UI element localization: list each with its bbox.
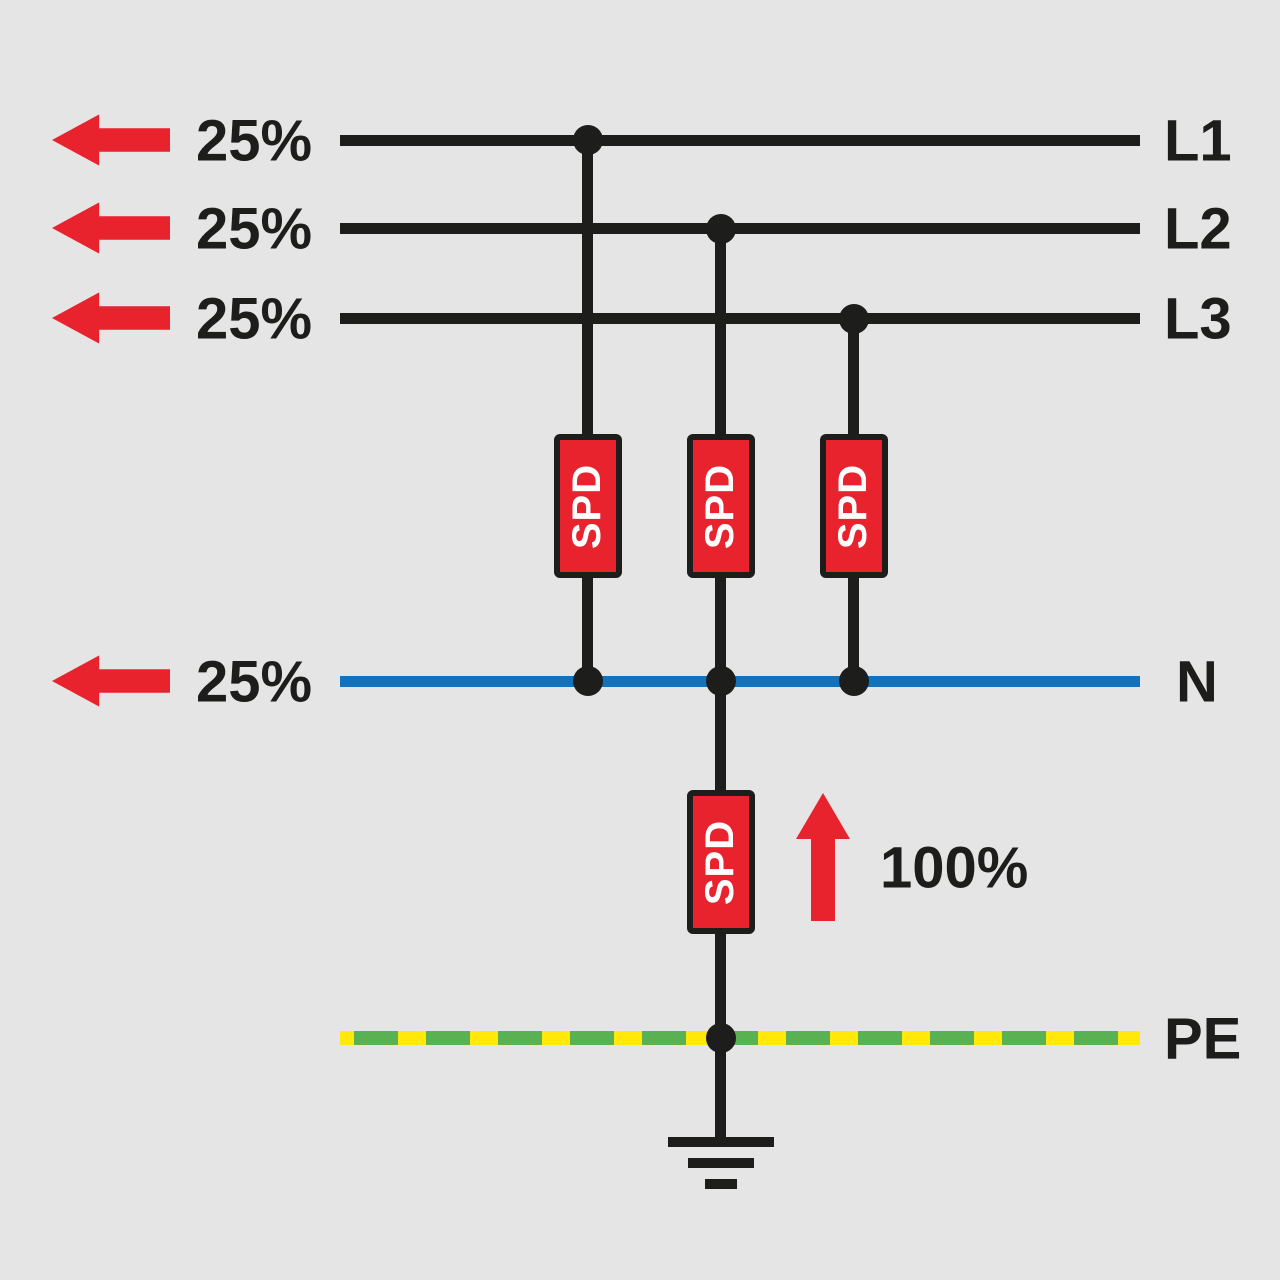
- ground-symbol-bar: [688, 1158, 754, 1168]
- conductor-line-l1: [340, 135, 1140, 146]
- conductor-label-l2: L2: [1164, 196, 1232, 262]
- conductor-label-l1: L1: [1164, 108, 1232, 174]
- ground-symbol-bar: [668, 1137, 774, 1147]
- conductor-line-neutral: [340, 676, 1140, 687]
- spd-device-n-pe: SPD: [687, 790, 755, 934]
- junction-dot: [573, 666, 603, 696]
- conductor-label-l3: L3: [1164, 286, 1232, 352]
- conductor-line-l2: [340, 223, 1140, 234]
- total-current-arrow-icon: [796, 793, 850, 921]
- junction-dot: [706, 1023, 736, 1053]
- spd-device-l1-n: SPD: [554, 434, 622, 578]
- conductor-line-pe: [340, 1031, 1140, 1045]
- spd-device-label: SPD: [565, 463, 610, 549]
- current-arrow-l1-icon: [52, 114, 170, 166]
- junction-dot: [839, 304, 869, 334]
- spd-device-label: SPD: [698, 819, 743, 905]
- junction-dot: [573, 125, 603, 155]
- conductor-label-neutral: N: [1176, 649, 1218, 715]
- junction-dot: [706, 666, 736, 696]
- current-arrow-l3-icon: [52, 292, 170, 344]
- conductor-label-pe: PE: [1164, 1006, 1242, 1072]
- spd-device-l3-n: SPD: [820, 434, 888, 578]
- spd-device-label: SPD: [698, 463, 743, 549]
- conductor-line-l3: [340, 313, 1140, 324]
- spd-device-l2-n: SPD: [687, 434, 755, 578]
- share-label-l3: 25%: [196, 286, 313, 352]
- junction-dot: [839, 666, 869, 696]
- junction-dot: [706, 214, 736, 244]
- share-label-l2: 25%: [196, 196, 313, 262]
- branch-line-l1-to-n: [582, 140, 593, 686]
- ground-symbol-bar: [705, 1179, 737, 1189]
- share-label-neutral: 25%: [196, 649, 313, 715]
- spd-device-label: SPD: [831, 463, 876, 549]
- total-share-label: 100%: [880, 835, 1029, 901]
- share-label-l1: 25%: [196, 108, 313, 174]
- current-arrow-neutral-icon: [52, 655, 170, 707]
- current-arrow-l2-icon: [52, 202, 170, 254]
